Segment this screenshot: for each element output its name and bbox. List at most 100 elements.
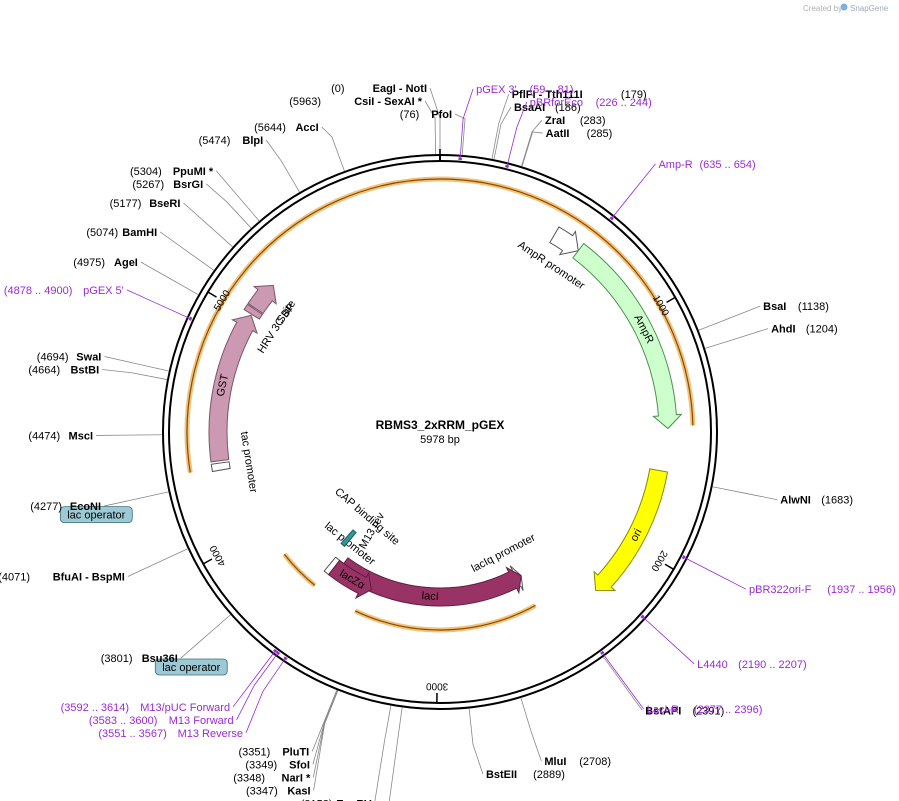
- site-name: NarI *: [282, 772, 311, 784]
- leader-line: [424, 100, 437, 155]
- tick-mark: [202, 558, 213, 565]
- site-sfoi: SfoI(3349): [245, 690, 338, 771]
- site-coord: (1138): [798, 301, 829, 313]
- leader-line: [126, 289, 192, 320]
- site-name: EcoRV: [336, 798, 372, 801]
- leader-line: [374, 705, 392, 801]
- site-name: AlwNI: [780, 495, 811, 507]
- primer-mark: [188, 316, 193, 321]
- site-ecorv: EcoRV(3158): [301, 705, 392, 801]
- primer-pgex-5: pGEX 5'(4878 .. 4900): [4, 285, 193, 321]
- site-name: BsrGI: [173, 179, 203, 191]
- leader-line: [520, 697, 542, 762]
- site-name: BstAPI: [645, 705, 681, 717]
- site-coord: (3158): [301, 798, 333, 801]
- leader-line: [429, 87, 441, 154]
- leader-line: [705, 328, 769, 349]
- leader-line: [183, 202, 233, 248]
- feature-shape: [327, 559, 372, 600]
- site-bamhi: BamHI(5074): [86, 227, 215, 271]
- feature-shape: [247, 284, 277, 315]
- tick-mark: [666, 296, 676, 304]
- site-name: LacI-R: [647, 704, 679, 716]
- site-name: PfoI: [431, 109, 452, 121]
- leader-line: [96, 434, 163, 436]
- primer-mark: [640, 614, 645, 619]
- site-name: BstBI: [70, 365, 99, 377]
- primer-mark: [273, 648, 278, 653]
- orf-arc-core: [439, 178, 694, 426]
- primer-mark: [275, 650, 281, 655]
- snapgene-logo-icon: [840, 3, 848, 11]
- feature-label: tac promoter: [238, 431, 259, 494]
- site-name: EagI - NotI: [373, 83, 427, 95]
- site-coord: (1204): [806, 324, 838, 336]
- site-coord: (2708): [579, 756, 611, 768]
- feature-shape: [210, 461, 231, 473]
- leader-line: [491, 93, 510, 159]
- leader-line: [140, 261, 199, 296]
- primer-pgex-3: pGEX 3' (59 .. 81): [458, 84, 574, 161]
- site-coord: (5304): [130, 166, 162, 178]
- site-name: AgeI: [114, 257, 138, 269]
- site-name: M13 Reverse: [178, 728, 243, 740]
- site-bsaai: BsaAI(186): [493, 102, 581, 160]
- site-coord: (635 .. 654): [699, 159, 755, 171]
- site-mlui: MluI(2708): [520, 697, 611, 768]
- tick-label: 3000: [426, 680, 449, 691]
- site-coord: (2190 .. 2207): [738, 659, 807, 671]
- site-blpi: BlpI(5474): [199, 135, 300, 193]
- site-csii-sexai: CsiI - SexAI * (5963): [289, 96, 437, 155]
- site-coord: (5963): [289, 96, 321, 108]
- site-name: EcoNI: [70, 501, 101, 513]
- site-coord: (4474): [28, 430, 60, 442]
- leader-line: [313, 690, 339, 791]
- primer-pbrforeco: pBRforEco(226 .. 244): [505, 97, 652, 168]
- site-name: BfuAI - BspMI: [53, 572, 125, 584]
- plasmid-name: RBMS3_2xRRM_pGEX: [376, 418, 505, 432]
- site-bstapi: BstAPI(2391): [603, 656, 724, 717]
- leader-line: [205, 183, 252, 229]
- feature-label: lacIq promoter: [470, 532, 538, 575]
- leader-line: [104, 356, 169, 372]
- leader-line: [265, 139, 300, 193]
- primer-mark: [505, 164, 509, 168]
- site-pluti: PluTI(3351): [238, 689, 338, 758]
- site-coord: (5474): [199, 135, 231, 147]
- site-coord: (3351): [238, 746, 270, 758]
- leader-line: [610, 163, 656, 220]
- site-coord: (1937 .. 1956): [827, 584, 896, 596]
- leader-line: [311, 689, 338, 752]
- site-name: pGEX 3': [476, 84, 517, 96]
- site-name: CsiI - SexAI *: [354, 96, 423, 108]
- primer-layer: pGEX 3' (59 .. 81)pBRforEco(226 .. 244)Am…: [4, 84, 896, 740]
- site-name: BstEII: [486, 769, 517, 781]
- tick-label: 1000: [650, 293, 671, 318]
- snapgene-brand-text: SnapGene: [850, 4, 889, 13]
- site-coord: (59 .. 81): [529, 84, 573, 96]
- site-name: BseRI: [149, 198, 180, 210]
- leader-line: [712, 486, 778, 501]
- site-coord: (285): [587, 128, 613, 140]
- lac-operator-tag: lac operator: [154, 658, 228, 676]
- orf-layer: [184, 176, 696, 633]
- leader-line: [603, 656, 643, 711]
- leader-line: [103, 491, 169, 507]
- primer-m13-puc-forward: M13/pUC Forward(3592 .. 3614): [61, 648, 278, 714]
- feature-label: ori: [628, 527, 644, 543]
- site-coord: (3801): [101, 653, 133, 665]
- site-bsu36i: Bsu36I(3801): [101, 614, 231, 665]
- leader-line: [454, 113, 466, 155]
- leader-line: [312, 690, 338, 778]
- site-coord: (5177): [110, 198, 142, 210]
- site-bfuai-bspmi: BfuAI - BspMI(4071): [0, 548, 188, 584]
- site-coord: (76): [400, 109, 420, 121]
- site-coord: (5644): [254, 122, 286, 134]
- feature-shape: [340, 529, 357, 548]
- site-coord: (2377 .. 2396): [694, 704, 763, 716]
- primer-amp-r: Amp-R(635 .. 654): [609, 159, 756, 221]
- site-name: BsaI: [763, 301, 786, 313]
- site-coord: (226 .. 244): [596, 97, 652, 109]
- site-name: AatII: [546, 128, 570, 140]
